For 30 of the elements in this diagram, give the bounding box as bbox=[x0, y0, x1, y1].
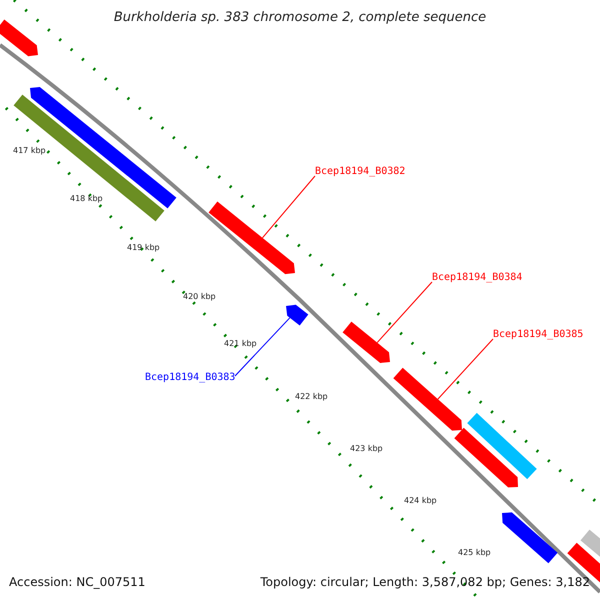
gene-label: Bcep18194_B0385 bbox=[493, 330, 584, 340]
gene-feature bbox=[0, 20, 38, 56]
gene-feature bbox=[467, 412, 537, 480]
scale-label: 424 kbp bbox=[404, 497, 437, 505]
gene-feature bbox=[14, 94, 164, 222]
gene-feature bbox=[393, 368, 462, 431]
leader-line bbox=[234, 317, 290, 376]
scale-label: 422 kbp bbox=[295, 393, 328, 401]
gene-feature bbox=[502, 512, 558, 564]
leader-line bbox=[437, 338, 494, 400]
gene-feature bbox=[208, 202, 295, 274]
gene-feature bbox=[454, 428, 518, 488]
scale-label: 423 kbp bbox=[350, 445, 383, 453]
scale-label: 425 kbp bbox=[458, 549, 491, 557]
leader-line bbox=[262, 176, 316, 238]
gene-feature bbox=[342, 322, 390, 363]
scale-label: 417 kbp bbox=[13, 147, 46, 155]
gene-feature bbox=[30, 87, 176, 208]
scale-label: 420 kbp bbox=[183, 293, 216, 301]
title: Burkholderia sp. 383 chromosome 2, complete sequence bbox=[112, 11, 488, 24]
gene-feature bbox=[286, 304, 308, 326]
leader-line bbox=[376, 282, 432, 344]
footer-text: Accession: NC_007511 bbox=[9, 576, 146, 588]
gene-label: Bcep18194_B0383 bbox=[145, 373, 236, 383]
scale-label: 419 kbp bbox=[127, 244, 160, 252]
gene-label: Bcep18194_B0382 bbox=[315, 167, 406, 177]
scale-label: 418 kbp bbox=[70, 195, 103, 203]
gene-label: Bcep18194_B0384 bbox=[432, 273, 522, 283]
footer-text: Topology: circular; Length: 3,587,082 bp; Genes: 3,182 bbox=[260, 576, 590, 588]
scale-label: 421 kbp bbox=[224, 340, 257, 348]
